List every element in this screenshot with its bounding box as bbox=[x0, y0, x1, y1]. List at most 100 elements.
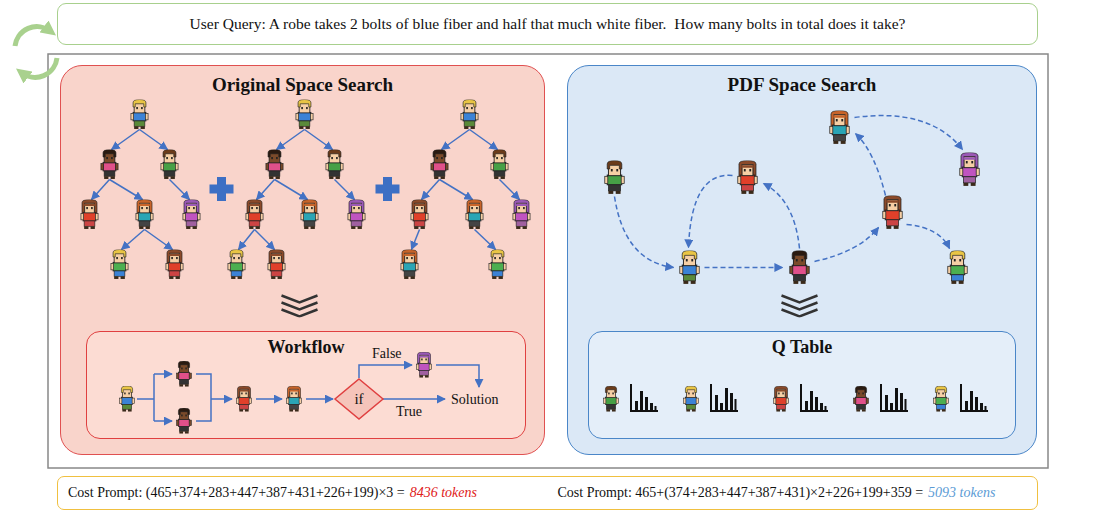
query-text: User Query: A robe takes 2 bolts of blue… bbox=[190, 15, 906, 33]
agent-figures bbox=[883, 196, 902, 229]
bar-charts bbox=[631, 384, 988, 411]
plus-sign bbox=[217, 177, 226, 201]
agent-figures bbox=[246, 200, 263, 229]
dashed-arrows bbox=[615, 116, 963, 268]
tree-arrows bbox=[255, 230, 275, 250]
tree-arrows bbox=[470, 130, 498, 150]
bar-charts bbox=[801, 384, 828, 411]
tree-arrows bbox=[305, 130, 333, 150]
tree-arrows bbox=[440, 180, 473, 200]
tree-arrows bbox=[500, 180, 520, 200]
agent-figures bbox=[177, 361, 192, 387]
workflow-illustration bbox=[120, 352, 479, 434]
agent-figures bbox=[461, 100, 478, 129]
tree-arrows bbox=[140, 130, 168, 150]
decision-diamond: if bbox=[334, 378, 384, 420]
dashed-arrows bbox=[907, 225, 950, 249]
agent-figures bbox=[431, 150, 448, 179]
agent-figures bbox=[738, 161, 757, 194]
agent-figures bbox=[81, 100, 530, 279]
output-label: Solution bbox=[451, 392, 498, 408]
tree-arrows bbox=[170, 180, 190, 200]
bar-charts bbox=[631, 384, 658, 411]
tree-arrows bbox=[442, 130, 470, 150]
plus-sign bbox=[383, 177, 392, 201]
chevron bbox=[782, 296, 818, 317]
flow-lines bbox=[154, 420, 172, 422]
token-count: 8436 tokens bbox=[410, 485, 477, 501]
chevron bbox=[282, 296, 318, 317]
agent-figures bbox=[466, 200, 483, 229]
agent-figures bbox=[166, 250, 183, 279]
agent-figures bbox=[934, 386, 949, 412]
agent-figures bbox=[854, 386, 869, 412]
agent-figures bbox=[131, 100, 148, 129]
dashed-arrows bbox=[855, 116, 963, 150]
agent-figures bbox=[960, 153, 979, 186]
flow-lines bbox=[256, 398, 282, 400]
q-table-box: Q Table bbox=[588, 331, 1016, 439]
flow-lines bbox=[306, 398, 333, 400]
tree-arrows bbox=[110, 180, 143, 200]
tree-arrows bbox=[412, 230, 420, 250]
agent-figures bbox=[830, 111, 849, 144]
tree-arrows bbox=[475, 230, 496, 250]
tree-illustration bbox=[81, 100, 530, 317]
flow-lines bbox=[383, 398, 445, 400]
agent-figures bbox=[237, 386, 252, 412]
dashed-arrows bbox=[856, 134, 886, 196]
bar-charts bbox=[711, 384, 738, 411]
plus-sign bbox=[210, 177, 400, 201]
dashed-arrows bbox=[764, 184, 800, 249]
flow-lines bbox=[137, 398, 154, 400]
agent-figures bbox=[111, 250, 128, 279]
condition-text: if bbox=[354, 391, 363, 408]
agent-figures bbox=[136, 200, 153, 229]
tree-arrows bbox=[92, 130, 520, 250]
branch-label: False bbox=[372, 346, 402, 362]
flow-lines bbox=[153, 374, 155, 421]
agent-figures bbox=[296, 100, 313, 129]
agent-figures bbox=[513, 200, 530, 229]
bar-charts bbox=[881, 384, 908, 411]
dashed-arrows bbox=[615, 197, 674, 268]
tree-arrows bbox=[112, 130, 140, 150]
agent-figures bbox=[401, 250, 418, 279]
agent-figures bbox=[101, 150, 118, 179]
agent-figures bbox=[120, 352, 432, 434]
agent-figures bbox=[948, 251, 967, 284]
panel-heading: Original Space Search bbox=[61, 74, 544, 96]
dashed-arrows bbox=[815, 228, 879, 262]
text-group: Cost Prompt: (465+374+283+447+387+431+22… bbox=[58, 485, 548, 501]
agent-figures bbox=[228, 250, 245, 279]
search-panel: PDF Space Search Q Table bbox=[567, 65, 1037, 455]
agent-figures bbox=[417, 352, 432, 378]
q-table-illustration bbox=[604, 384, 988, 412]
agent-figures bbox=[183, 200, 200, 229]
recycle-icon bbox=[22, 58, 57, 77]
box-heading: Q Table bbox=[589, 337, 1015, 358]
tree-arrows bbox=[122, 230, 145, 250]
tree-arrows bbox=[277, 130, 305, 150]
agent-figures bbox=[161, 150, 178, 179]
agent-figures bbox=[489, 250, 506, 279]
agent-figures bbox=[680, 251, 699, 284]
agent-figures bbox=[684, 386, 699, 412]
agent-figures bbox=[301, 200, 318, 229]
agent-figures bbox=[120, 386, 135, 412]
agent-figures bbox=[605, 111, 979, 284]
agent-figures bbox=[774, 386, 789, 412]
agent-figures bbox=[287, 386, 302, 412]
dashed-arrows bbox=[689, 175, 733, 247]
tree-arrows bbox=[92, 180, 110, 200]
flow-lines bbox=[211, 398, 232, 400]
agent-figures bbox=[411, 200, 428, 229]
agent-figures bbox=[266, 150, 283, 179]
workflow-box: Workflowif bbox=[86, 331, 526, 439]
text-group: Cost Prompt: 465+(374+283+447+387+431)×2… bbox=[548, 485, 1038, 501]
outer-frame bbox=[48, 54, 1048, 468]
token-count: 5093 tokens bbox=[928, 485, 995, 501]
agent-figures bbox=[348, 200, 365, 229]
agent-figures bbox=[326, 150, 343, 179]
